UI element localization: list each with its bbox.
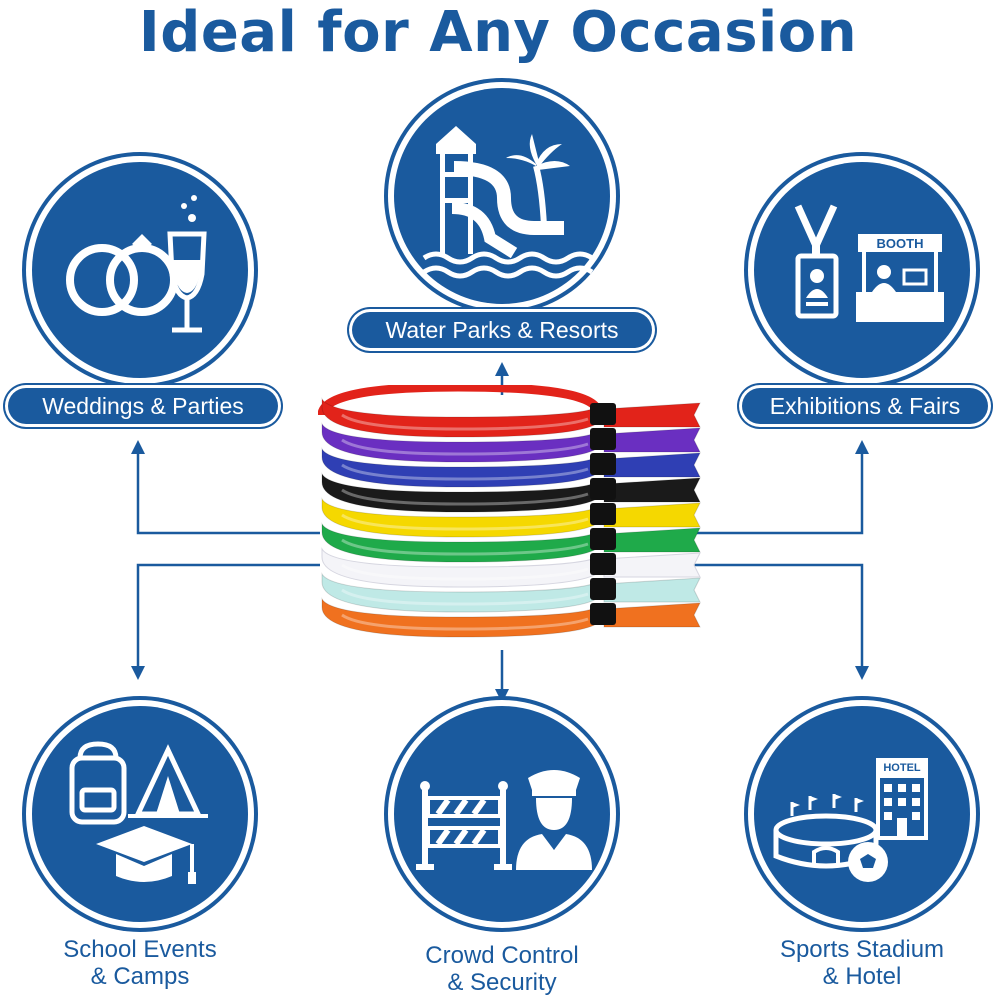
wristband-light-blue xyxy=(321,572,701,613)
weddings-circle xyxy=(32,162,248,378)
crowd-control-caption: Crowd Control & Security xyxy=(382,942,622,996)
wristband-clasp xyxy=(590,578,616,600)
waterslide-palm-icon xyxy=(422,126,594,279)
wristband-clasp xyxy=(590,503,616,525)
wristband-clasp xyxy=(590,453,616,475)
school-circle xyxy=(32,706,248,922)
wristband-blue xyxy=(321,447,701,488)
backpack-tent-cap-icon xyxy=(69,741,208,884)
wristband-stack xyxy=(318,385,701,638)
badge-booth-icon: BOOTH xyxy=(794,204,944,322)
water-parks-resorts-label: Water Parks & Resorts xyxy=(352,312,652,348)
crowd-control-line2: & Security xyxy=(447,969,557,996)
crowd-control-line1: Crowd Control xyxy=(425,942,579,969)
wristband-orange xyxy=(321,597,701,638)
school-events-line1: School Events xyxy=(63,936,217,963)
hotel-sign: HOTEL xyxy=(883,762,921,774)
wristband-clasp xyxy=(590,528,616,550)
booth-sign: BOOTH xyxy=(877,236,924,251)
exhibitions-fairs-label: Exhibitions & Fairs xyxy=(742,388,988,424)
wristband-yellow xyxy=(321,497,701,538)
sports-stadium-line2: & Hotel xyxy=(822,963,902,990)
school-events-line2: & Camps xyxy=(90,963,190,990)
rings-champagne-icon xyxy=(66,195,207,333)
wristband-clasp xyxy=(590,553,616,575)
crowd-control-circle xyxy=(394,706,610,922)
page-title: Ideal for Any Occasion xyxy=(138,0,858,65)
school-events-caption: School Events & Camps xyxy=(20,936,260,990)
weddings-parties-label: Weddings & Parties xyxy=(8,388,278,424)
exhibitions-circle: BOOTH xyxy=(754,162,970,378)
wristband-clasp xyxy=(590,403,616,425)
sports-stadium-line1: Sports Stadium xyxy=(779,936,945,963)
wristband-clasp xyxy=(590,428,616,450)
water-parks-circle xyxy=(394,88,610,304)
wristband-clasp xyxy=(590,478,616,500)
wristband-clasp xyxy=(590,603,616,625)
barrier-guard-icon xyxy=(416,770,592,870)
stadium-hotel-icon: HOTEL xyxy=(773,758,928,882)
wristband-black xyxy=(321,472,701,513)
sports-stadium-caption: Sports Stadium & Hotel xyxy=(742,936,982,990)
wristband-green xyxy=(321,522,701,563)
wristband-white xyxy=(321,547,701,588)
sports-circle: HOTEL xyxy=(754,706,970,922)
wristband-purple xyxy=(321,422,701,463)
wristband-red xyxy=(318,385,701,438)
